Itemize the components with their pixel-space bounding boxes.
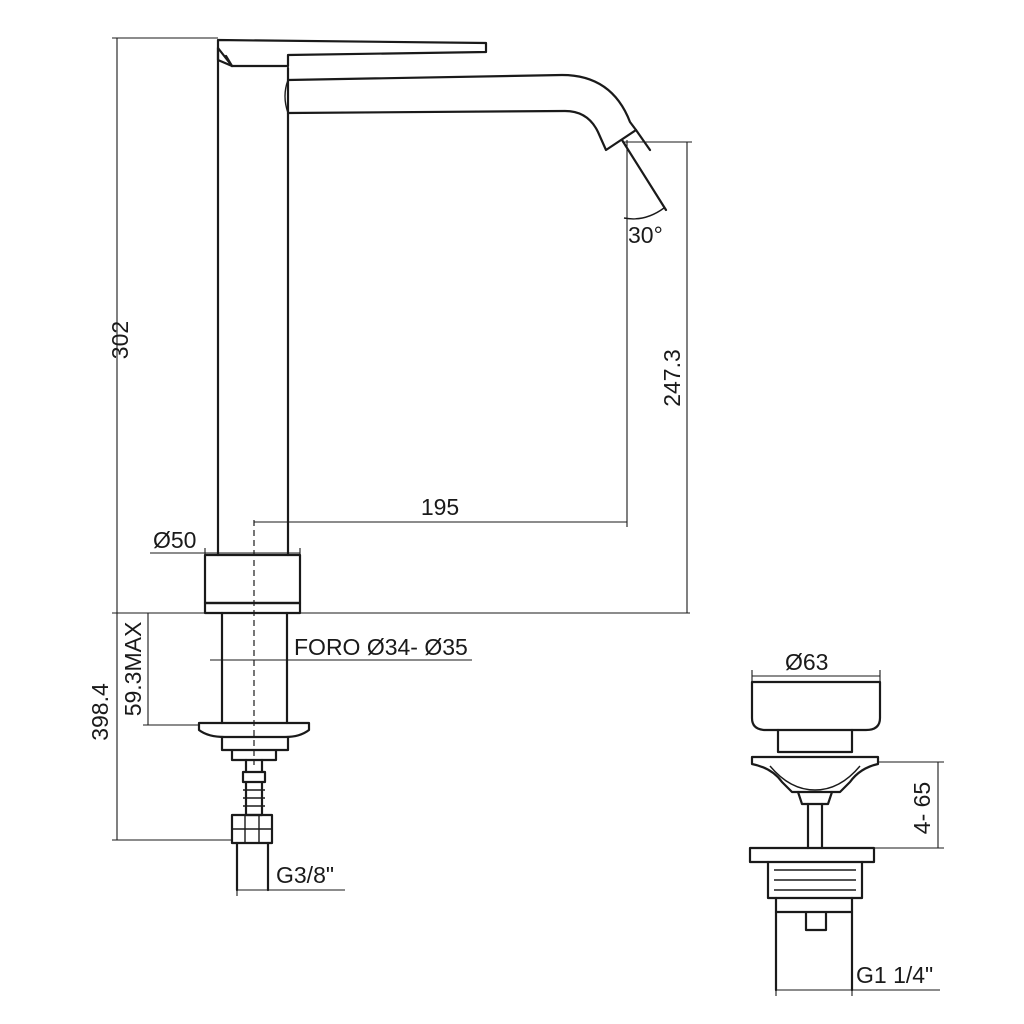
- aerator-jet: [620, 128, 668, 212]
- dim-label-247: 247.3: [659, 349, 685, 407]
- dim-label-g38: G3/8": [276, 862, 334, 888]
- dim-label-593: 59.3MAX: [120, 622, 146, 717]
- hose-ribs: [243, 789, 265, 807]
- drain-flange: [750, 755, 880, 794]
- dim-label-foro: FORO Ø34- Ø35: [294, 634, 468, 660]
- dim-label-302: 302: [107, 321, 133, 359]
- drain-flange-inner: [769, 765, 861, 791]
- hose-connector: [241, 758, 267, 817]
- drain-body: [766, 860, 864, 900]
- spout-rim: [284, 79, 289, 114]
- dim-label-g114: G1 1/4": [856, 962, 933, 988]
- faucet-handle-joint: [216, 46, 234, 68]
- dim-line-o63: [751, 670, 881, 682]
- angle-arc: [623, 207, 665, 220]
- dim-label-30deg: 30°: [628, 222, 663, 248]
- faucet-column: [216, 46, 290, 557]
- drain-dimensions: Ø63 4- 65 G1 1/4": [751, 649, 944, 996]
- locking-nut: [220, 735, 290, 762]
- faucet-base-collar: [203, 553, 302, 605]
- drain-spring: [796, 790, 834, 806]
- drain-rod: [806, 802, 824, 850]
- drain-assembly: [748, 680, 882, 992]
- dim-line-195: [254, 140, 628, 527]
- faucet-shank: [220, 611, 289, 725]
- dim-line-4-65: [874, 761, 944, 849]
- faucet-body: [197, 38, 668, 892]
- dim-label-4-65: 4- 65: [909, 782, 935, 834]
- drain-thread: [774, 896, 854, 992]
- dim-line-g114: [775, 984, 940, 996]
- dim-line-3984: [112, 613, 232, 841]
- dim-line-247: [622, 141, 692, 613]
- drain-cap: [750, 680, 882, 732]
- hose-tail: [235, 841, 270, 892]
- dim-line-g38: [236, 884, 345, 896]
- faucet-spout: [286, 73, 638, 152]
- faucet-handle: [216, 38, 488, 68]
- drain-body-flange: [748, 846, 876, 864]
- faucet-dimensions: 302 247.3 195 Ø50 FORO Ø34- Ø35 59.3MAX …: [87, 37, 692, 896]
- dim-line-593: [143, 612, 222, 726]
- drain-body-lines: [774, 869, 856, 891]
- drain-cap-neck: [776, 728, 854, 754]
- hose-fitting-facets: [232, 815, 272, 843]
- dim-label-3984: 398.4: [87, 683, 113, 741]
- dim-line-o50: [150, 548, 301, 560]
- locking-washer: [197, 721, 311, 739]
- dim-label-o63: Ø63: [785, 649, 828, 675]
- dim-label-195: 195: [421, 494, 459, 520]
- dim-label-o50: Ø50: [153, 527, 196, 553]
- faucet-base-plate: [203, 601, 302, 615]
- drain-stub: [774, 910, 854, 932]
